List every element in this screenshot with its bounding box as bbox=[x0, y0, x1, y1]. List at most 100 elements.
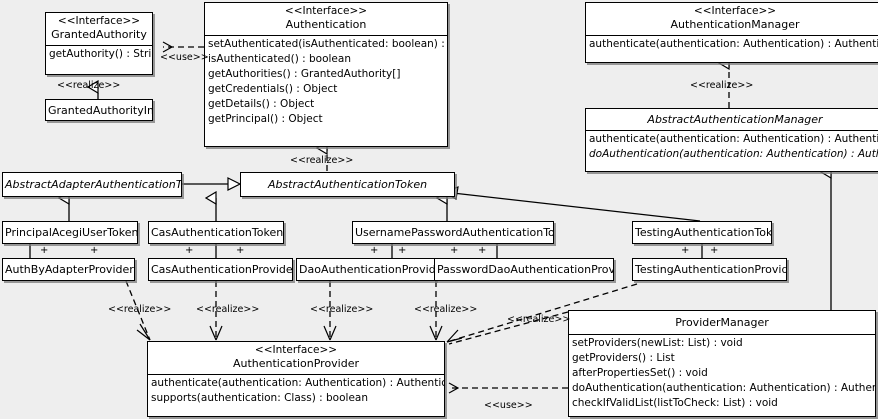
class-name-label: Authentication bbox=[285, 18, 367, 31]
operation-item: checkIfValidList(listToCheck: List) : vo… bbox=[572, 397, 778, 409]
class-granted-authority-impl[interactable]: GrantedAuthorityImpl bbox=[45, 99, 153, 121]
edge-label-realize-daoprovider: <<realize>> bbox=[310, 304, 374, 315]
class-header: DaoAuthenticationProvider bbox=[297, 259, 435, 280]
class-testing-authentication-token[interactable]: TestingAuthenticationToken bbox=[632, 221, 772, 244]
class-abstract-authentication-token[interactable]: AbstractAuthenticationToken bbox=[240, 172, 455, 197]
class-password-dao-authentication-provider[interactable]: PasswordDaoAuthenticationProvider bbox=[434, 258, 614, 281]
operation-item: doAuthentication(authentication: Authent… bbox=[572, 382, 875, 394]
stereotype-label: <<Interface>> bbox=[284, 5, 368, 17]
class-cas-authentication-token[interactable]: CasAuthenticationToken bbox=[148, 221, 284, 244]
class-principal-acegi-user-token[interactable]: PrincipalAcegiUserToken bbox=[2, 221, 138, 244]
operation-item: afterPropertiesSet() : void bbox=[572, 367, 708, 379]
edge-label-realize-grantedauthorityimpl: <<realize>> bbox=[57, 80, 121, 91]
edge-label-realize-passworddaoprovider: <<realize>> bbox=[414, 304, 478, 315]
class-name-label: GrantedAuthorityImpl bbox=[48, 104, 152, 117]
assoc-marker-plus: + bbox=[236, 245, 245, 256]
class-name-label: ProviderManager bbox=[675, 316, 769, 329]
operations-compartment: authenticate(authentication: Authenticat… bbox=[148, 374, 444, 407]
assoc-marker-plus: + bbox=[710, 245, 719, 256]
class-username-password-authentication-token[interactable]: UsernamePasswordAuthenticationToken bbox=[352, 221, 554, 244]
class-name-label: PrincipalAcegiUserToken bbox=[5, 226, 138, 239]
class-name-label: AbstractAuthenticationToken bbox=[267, 178, 428, 191]
operation-item: authenticate(authentication: Authenticat… bbox=[151, 377, 445, 389]
class-header: GrantedAuthorityImpl bbox=[46, 100, 152, 120]
operation-item: isAuthenticated() : boolean bbox=[208, 53, 351, 65]
assoc-marker-plus: + bbox=[398, 245, 407, 256]
class-testing-authentication-provider[interactable]: TestingAuthenticationProvider bbox=[632, 258, 787, 281]
class-header: <<Interface>> GrantedAuthority bbox=[46, 13, 152, 45]
edge-label-use-grantedauthority: <<use>> bbox=[160, 52, 209, 63]
class-name-label: AuthenticationProvider bbox=[232, 357, 360, 370]
class-header: <<Interface>> AuthenticationManager bbox=[586, 3, 878, 35]
class-name-label: UsernamePasswordAuthenticationToken bbox=[355, 226, 554, 239]
operation-item: getDetails() : Object bbox=[208, 98, 315, 110]
class-header: ProviderManager bbox=[569, 311, 875, 334]
operation-item: setAuthenticated(isAuthenticated: boolea… bbox=[208, 38, 448, 50]
stereotype-label: <<Interface>> bbox=[693, 5, 777, 17]
class-name-label: AbstractAuthenticationManager bbox=[647, 113, 823, 126]
class-authentication[interactable]: <<Interface>> Authentication setAuthenti… bbox=[204, 2, 448, 147]
class-header: AbstractAuthenticationToken bbox=[241, 173, 454, 196]
class-header: AbstractAuthenticationManager bbox=[586, 109, 878, 130]
class-granted-authority[interactable]: <<Interface>> GrantedAuthority getAuthor… bbox=[45, 12, 153, 75]
operation-item: authenticate(authentication: Authenticat… bbox=[589, 38, 878, 50]
class-name-label: CasAuthenticationProvider bbox=[151, 263, 293, 276]
operations-compartment: authenticate(authentication: Authenticat… bbox=[586, 35, 878, 53]
class-header: PrincipalAcegiUserToken bbox=[3, 222, 137, 243]
class-name-label: TestingAuthenticationToken bbox=[635, 226, 772, 239]
class-header: UsernamePasswordAuthenticationToken bbox=[353, 222, 553, 243]
class-provider-manager[interactable]: ProviderManager setProviders(newList: Li… bbox=[568, 310, 876, 417]
class-header: TestingAuthenticationToken bbox=[633, 222, 771, 243]
stereotype-label: <<Interface>> bbox=[254, 344, 338, 356]
class-header: <<Interface>> Authentication bbox=[205, 3, 447, 35]
stereotype-label: <<Interface>> bbox=[57, 15, 141, 27]
class-header: PasswordDaoAuthenticationProvider bbox=[435, 259, 613, 280]
class-dao-authentication-provider[interactable]: DaoAuthenticationProvider bbox=[296, 258, 436, 281]
operations-compartment: setAuthenticated(isAuthenticated: boolea… bbox=[205, 35, 447, 128]
class-name-label: GrantedAuthority bbox=[51, 28, 147, 41]
assoc-marker-plus: + bbox=[90, 245, 99, 256]
operation-item: getAuthority() : String bbox=[49, 48, 152, 60]
assoc-marker-plus: + bbox=[40, 245, 49, 256]
operation-item: getPrincipal() : Object bbox=[208, 113, 323, 125]
class-header: AbstractAdapterAuthenticationToken bbox=[3, 173, 181, 196]
class-name-label: PasswordDaoAuthenticationProvider bbox=[437, 263, 613, 276]
operation-item: getAuthorities() : GrantedAuthority[] bbox=[208, 68, 401, 80]
operation-item: setProviders(newList: List) : void bbox=[572, 337, 743, 349]
class-header: AuthByAdapterProvider bbox=[3, 259, 134, 280]
class-header: CasAuthenticationProvider bbox=[149, 259, 292, 280]
class-name-label: AbstractAdapterAuthenticationToken bbox=[5, 178, 182, 191]
edge-label-realize-authbyadapter: <<realize>> bbox=[108, 304, 172, 315]
class-auth-by-adapter-provider[interactable]: AuthByAdapterProvider bbox=[2, 258, 135, 281]
class-header: TestingAuthenticationProvider bbox=[633, 259, 786, 280]
class-authentication-manager[interactable]: <<Interface>> AuthenticationManager auth… bbox=[585, 2, 878, 63]
class-name-label: AuthenticationManager bbox=[670, 18, 800, 31]
operations-compartment: setProviders(newList: List) : void getPr… bbox=[569, 334, 875, 412]
operations-compartment: getAuthority() : String bbox=[46, 45, 152, 63]
class-name-label: DaoAuthenticationProvider bbox=[299, 263, 436, 276]
edge-generalize-abstractadaptertoken bbox=[182, 177, 242, 191]
operations-compartment: authenticate(authentication: Authenticat… bbox=[586, 130, 878, 163]
operation-item: authenticate(authentication: Authenticat… bbox=[589, 133, 878, 145]
class-name-label: CasAuthenticationToken bbox=[151, 226, 284, 239]
class-header: <<Interface>> AuthenticationProvider bbox=[148, 342, 444, 374]
class-cas-authentication-provider[interactable]: CasAuthenticationProvider bbox=[148, 258, 293, 281]
class-authentication-provider[interactable]: <<Interface>> AuthenticationProvider aut… bbox=[147, 341, 445, 417]
edge-label-realize-abstractauthenticationtoken: <<realize>> bbox=[290, 155, 354, 166]
class-header: CasAuthenticationToken bbox=[149, 222, 283, 243]
edge-label-use-providermanager: <<use>> bbox=[484, 400, 533, 411]
assoc-marker-plus: + bbox=[681, 245, 690, 256]
assoc-marker-plus: + bbox=[370, 245, 379, 256]
operation-item: doAuthentication(authentication: Authent… bbox=[589, 148, 878, 160]
class-name-label: TestingAuthenticationProvider bbox=[635, 263, 787, 276]
class-abstract-adapter-authentication-token[interactable]: AbstractAdapterAuthenticationToken bbox=[2, 172, 182, 197]
edge-label-realize-testingprovider: <<realize>> bbox=[507, 314, 571, 325]
class-name-label: AuthByAdapterProvider bbox=[5, 263, 134, 276]
operation-item: getCredentials() : Object bbox=[208, 83, 338, 95]
class-abstract-authentication-manager[interactable]: AbstractAuthenticationManager authentica… bbox=[585, 108, 878, 172]
edge-label-realize-abstractauthenticationmanager: <<realize>> bbox=[690, 80, 754, 91]
assoc-marker-plus: + bbox=[185, 245, 194, 256]
operation-item: getProviders() : List bbox=[572, 352, 675, 364]
assoc-marker-plus: + bbox=[450, 245, 459, 256]
